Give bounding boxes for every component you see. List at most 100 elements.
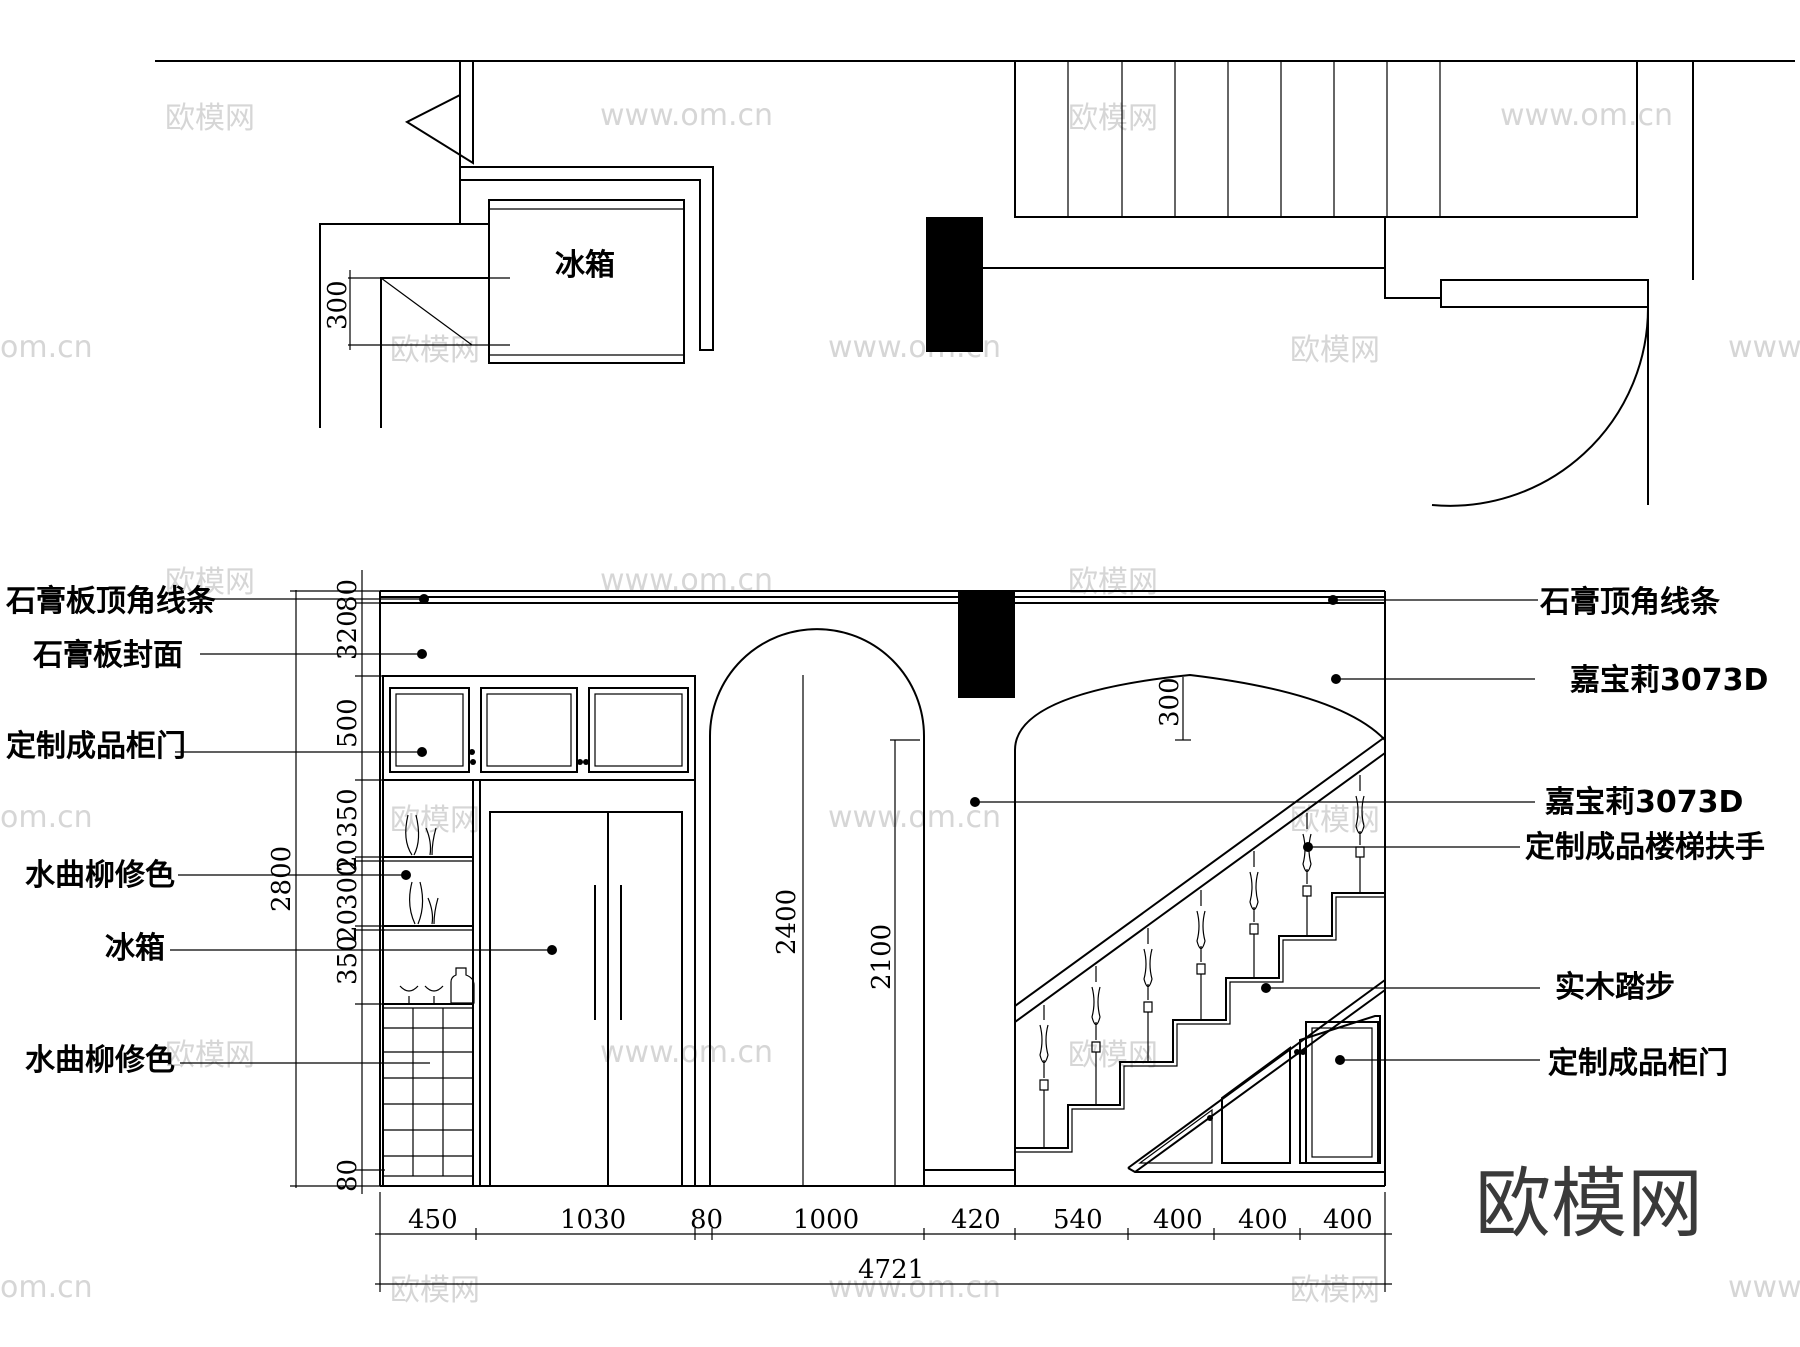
label-cabinet-door-top: 定制成品柜门 — [6, 729, 186, 764]
dim-80: 80 — [690, 1205, 723, 1235]
watermark-url: www.om.cn — [600, 98, 773, 133]
elev-beam — [958, 591, 1015, 698]
plan-fridge-label: 冰箱 — [555, 248, 615, 283]
watermark-url: www.om.cn — [600, 563, 773, 598]
watermark-brand: 欧模网 — [390, 333, 480, 368]
dim-1030: 1030 — [560, 1205, 626, 1235]
dim-350-a: 350 — [333, 788, 363, 838]
cabinet-knob — [1300, 1049, 1306, 1055]
dim-20-a: 20 — [333, 839, 363, 872]
arch-doorway — [709, 628, 925, 1186]
vase-icon — [405, 814, 420, 856]
handrail — [1014, 736, 1386, 1007]
balusters — [1039, 775, 1365, 1148]
watermark-brand: 欧模网 — [1290, 333, 1380, 368]
stair-arch — [1014, 673, 1386, 1186]
watermark-url: www.om.cn — [828, 1270, 1001, 1305]
watermark-brand: 欧模网 — [1068, 565, 1158, 600]
shelf-marker — [469, 749, 475, 755]
dim-320: 320 — [333, 610, 363, 660]
plan-dim-300: 300 — [323, 280, 353, 330]
right-leaders — [970, 595, 1540, 1065]
cabinet-knob — [470, 759, 476, 765]
label-fridge: 冰箱 — [105, 931, 165, 966]
watermark-brand: 欧模网 — [1290, 1273, 1380, 1308]
watermark-brand: 欧模网 — [1290, 803, 1380, 838]
dim-400-c: 400 — [1323, 1205, 1373, 1235]
vertical-dimensions — [290, 570, 385, 1194]
elev-fridge-body — [489, 811, 683, 1187]
dim-1000: 1000 — [793, 1205, 859, 1235]
cabinet-door — [480, 687, 578, 773]
dim-350-b: 350 — [333, 935, 363, 985]
watermark-brand: 欧模网 — [165, 1038, 255, 1073]
label-paint-1: 嘉宝莉3073D — [1570, 663, 1768, 698]
dim-2800: 2800 — [267, 846, 297, 912]
watermark-url: www.om.cn — [1500, 98, 1673, 133]
label-gypsum-face: 石膏板封面 — [32, 638, 183, 673]
cabinet-knob — [577, 759, 583, 765]
bottle-icon — [450, 967, 475, 1004]
label-wood-tread: 实木踏步 — [1555, 970, 1675, 1005]
label-cabinet-door-stair: 定制成品柜门 — [1548, 1046, 1728, 1081]
under-stair-door — [1138, 1108, 1213, 1164]
stair-treads — [1015, 892, 1385, 1149]
upper-cabinet — [382, 675, 696, 781]
watermark-url: www.om.cn — [1728, 1270, 1800, 1305]
cabinet-door — [588, 687, 689, 773]
dim-arch-300: 300 — [1155, 677, 1185, 727]
cabinet-knob — [583, 759, 589, 765]
cabinet-knob — [1294, 1049, 1300, 1055]
elevation: 2400 2100 300 — [5, 570, 1768, 1292]
watermark-layer: 欧模网 www.om.cn 欧模网 www.om.cn om.cn 欧模网 ww… — [0, 98, 1800, 1308]
plan-column — [926, 217, 983, 352]
watermark-brand: 欧模网 — [165, 565, 255, 600]
watermark-brand: 欧模网 — [165, 101, 255, 136]
dim-540: 540 — [1053, 1205, 1103, 1235]
plan-wall — [983, 217, 1386, 269]
vase-icon — [425, 827, 437, 856]
watermark-brand: 欧模网 — [390, 1273, 480, 1308]
under-stair-door-panel — [1311, 1027, 1373, 1158]
plan-left-wall — [319, 223, 489, 428]
plan-wall-hatch — [380, 277, 473, 346]
dim-80-top: 80 — [333, 579, 363, 612]
dim-2400: 2400 — [772, 889, 802, 955]
left-leaders — [170, 594, 557, 1064]
plan-door-arc — [1431, 306, 1650, 507]
watermark-brand: 欧模网 — [1068, 101, 1158, 136]
watermark-url: www.om.cn — [600, 1035, 773, 1070]
handrail — [1014, 752, 1386, 1023]
under-stair-door — [1221, 1046, 1291, 1164]
under-stair-base — [1127, 1167, 1385, 1173]
watermark-url: om.cn — [0, 330, 93, 365]
label-willow-finish-1: 水曲柳修色 — [25, 858, 175, 893]
plan-fridge — [488, 199, 685, 364]
dim-20-b: 20 — [333, 909, 363, 942]
wine-glass-icon — [399, 985, 419, 1003]
vase-icon — [409, 881, 424, 925]
dim-80-bottom: 80 — [333, 1159, 363, 1192]
plan-door-swing — [404, 61, 474, 165]
stair-tread-edge — [1015, 896, 1385, 1153]
baseboard — [924, 1169, 1016, 1186]
dim-420: 420 — [951, 1205, 1001, 1235]
plan-stair-outline — [1014, 61, 1638, 218]
dim-300: 300 — [333, 860, 363, 910]
under-stair-door — [1305, 1021, 1379, 1164]
label-plaster-crown: 石膏顶角线条 — [1539, 585, 1720, 620]
dim-400-a: 400 — [1153, 1205, 1203, 1235]
wine-rack — [383, 1008, 473, 1177]
cabinet-door — [389, 687, 470, 773]
label-handrail: 定制成品楼梯扶手 — [1525, 830, 1765, 865]
watermark-url: om.cn — [0, 1270, 93, 1305]
elev-fridge-housing — [479, 779, 696, 1187]
brand-logo: 欧模网 — [1475, 1159, 1703, 1248]
label-willow-finish-2: 水曲柳修色 — [25, 1043, 175, 1078]
watermark-url: www.om.cn — [1728, 330, 1800, 365]
label-gypsum-crown: 石膏板顶角线条 — [5, 584, 216, 619]
dim-400-b: 400 — [1238, 1205, 1288, 1235]
plan-fridge-enclosure — [460, 166, 714, 351]
vase-icon — [427, 897, 439, 925]
